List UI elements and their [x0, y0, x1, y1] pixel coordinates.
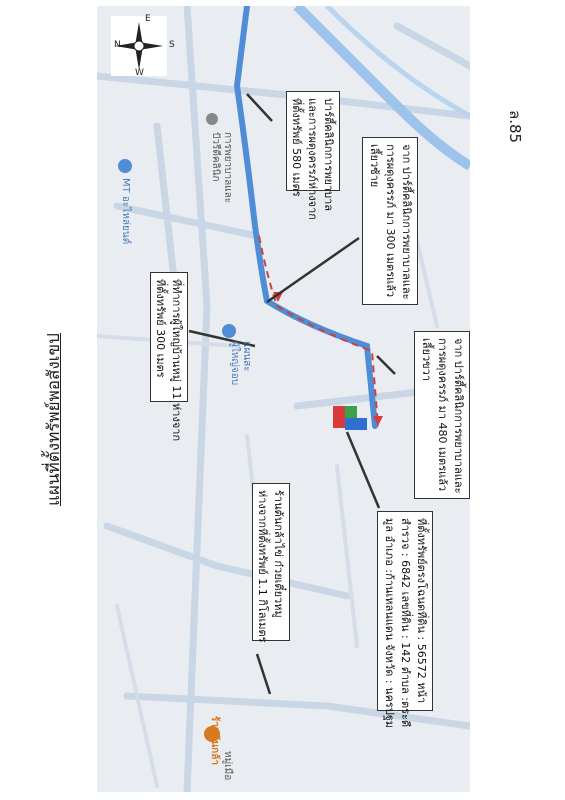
road-2	[113, 202, 261, 240]
road-4	[183, 6, 211, 792]
headman-callout: ที่ทำการผู้ใหญ่บ้านหมู่ 11 ห่างจาก ที่ตั…	[150, 272, 188, 441]
canal-2	[325, 6, 470, 119]
mt-shop-label: MT อะไหล่ยนต์	[120, 178, 131, 245]
pointer-shop	[255, 653, 272, 695]
main-road	[233, 6, 378, 429]
compass-s: S	[169, 40, 175, 50]
route-dashed	[258, 235, 379, 427]
route-arrow-2	[373, 416, 383, 426]
compass-rose-icon	[111, 16, 167, 76]
property-callout: ที่ตั้งทรัพย์ตรงโฉนดที่ดิน : 56572 หน้า …	[377, 511, 433, 728]
clinic-callout: ปาร์ตี้คลินิกการพยาบาล และการผดุงครรภ์ห่…	[286, 91, 340, 220]
turn-right-callout: จาก ปาร์ตี้คลินิกการพยาบาลและ การผดุงครร…	[414, 331, 470, 499]
pointer-turnright	[376, 355, 396, 375]
pointer-turnleft	[266, 236, 360, 304]
headman-pin	[222, 324, 236, 338]
vaccine-label: การพยาบาลและ	[222, 132, 233, 204]
map-area: E N S W MT อะไหล่ยนต์ ปัวรีดีคลินิก การพ…	[97, 6, 470, 792]
document-title: แผนที่ตั้งทรัพย์พอสังเขป	[44, 333, 64, 506]
property-red	[333, 406, 345, 428]
property-blue	[345, 418, 367, 430]
mt-shop-pin	[118, 159, 132, 173]
road-6	[123, 692, 470, 730]
route-arrow-1	[273, 292, 283, 302]
canal	[293, 6, 470, 171]
road-3	[103, 522, 351, 600]
compass-e: E	[145, 14, 151, 24]
property-green	[345, 406, 357, 418]
pointer-clinic	[246, 93, 273, 122]
road-7	[393, 22, 470, 70]
pointer-headman	[188, 329, 256, 348]
shop-callout: ร้านต้นกล้าไข่ ก๋วยเตี๋ยวหมู ห่างจากที่ต…	[252, 483, 290, 643]
road-13	[115, 604, 159, 788]
page-number: ล.85	[506, 110, 524, 144]
clinic-pin	[206, 113, 218, 125]
compass-w: W	[135, 68, 144, 78]
turn-left-callout: จาก ปาร์ตี้คลินิกการพยาบาลและ การผดุงครร…	[362, 137, 418, 305]
shop-pin	[204, 726, 220, 742]
shop-label-2: หมู่เมือ	[222, 751, 233, 781]
road-11	[335, 464, 359, 648]
compass-n: N	[114, 40, 121, 50]
pointer-property	[345, 431, 381, 509]
headman-label-2: แผนสะ	[241, 341, 252, 372]
